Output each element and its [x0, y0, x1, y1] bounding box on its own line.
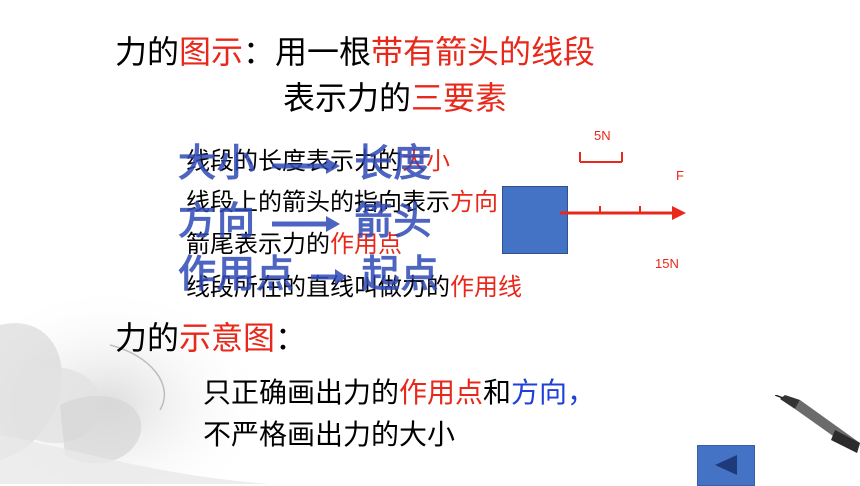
overlay3-arrow-icon	[311, 268, 348, 285]
overlay1-right: 长度	[354, 141, 433, 185]
scale-label: 5N	[594, 128, 611, 143]
schematic-line-2: 不严格画出力的大小	[203, 418, 455, 452]
list-row-2: 线段上的箭头的指向表示方向	[186, 187, 498, 217]
overlay2-arrow-icon	[272, 215, 341, 232]
row1-keyword: 大小	[402, 147, 450, 175]
line3-colon: ：	[275, 319, 308, 357]
list-row-3: 箭尾表示力的作用点	[186, 229, 402, 259]
schematic-line-1: 只正确画出力的作用点和方向，	[203, 376, 595, 410]
scale-bracket	[579, 152, 623, 163]
line1-keyword-segment: 带有箭头的线段	[371, 33, 596, 71]
line4-prefix: 只正确画出力的	[203, 376, 400, 409]
overlay-row-3: 作用点 起点	[178, 243, 440, 298]
line1-keyword-tushi: 图示	[179, 33, 244, 71]
line3-keyword: 示意图	[179, 319, 276, 357]
schematic-title: 力的示意图：	[115, 320, 307, 356]
pen-decoration-image	[775, 395, 860, 453]
force-value-label: 15N	[655, 256, 679, 271]
overlay2-left: 方向	[178, 199, 257, 243]
overlay-row-1: 大小 长度	[178, 132, 433, 187]
list-row-1: 线段的长度表示力的大小	[186, 146, 450, 176]
line4-direction: 方向	[511, 376, 568, 409]
blue-rectangle	[502, 186, 568, 254]
overlay3-right: 起点	[361, 252, 440, 296]
line2-keyword-elements: 三要素	[411, 79, 508, 117]
overlay1-arrow-icon	[272, 157, 341, 174]
line4-point: 作用点	[399, 376, 484, 409]
overlay-row-2: 方向 箭头	[178, 190, 433, 245]
line3-prefix: 力的	[115, 319, 180, 357]
decorative-flower-image	[0, 285, 270, 484]
row1-text: 线段的长度表示力的	[186, 147, 402, 175]
previous-slide-button[interactable]	[697, 445, 755, 486]
force-label: F	[676, 168, 684, 183]
line1-prefix: 力的	[115, 33, 180, 71]
title-line-1: 力的图示：用一根带有箭头的线段	[115, 34, 595, 70]
line1-middle: ：用一根	[243, 33, 372, 71]
line5-text: 不严格画出力的大小	[203, 418, 456, 451]
line2-prefix: 表示力的	[283, 79, 412, 117]
overlay3-left: 作用点	[178, 252, 296, 296]
force-arrow	[560, 206, 686, 220]
row2-text: 线段上的箭头的指向表示	[186, 188, 450, 216]
title-line-2: 表示力的三要素	[283, 80, 507, 116]
row2-keyword: 方向	[450, 188, 498, 216]
overlay2-right: 箭头	[354, 199, 433, 243]
line4-and: 和	[483, 376, 512, 409]
line4-comma: ，	[567, 376, 596, 409]
overlay1-left: 大小	[178, 141, 257, 185]
row3-keyword: 作用点	[330, 230, 402, 258]
triangle-left-icon	[715, 455, 737, 475]
row4-keyword: 作用线	[450, 273, 522, 301]
row3-text: 箭尾表示力的	[186, 230, 330, 258]
